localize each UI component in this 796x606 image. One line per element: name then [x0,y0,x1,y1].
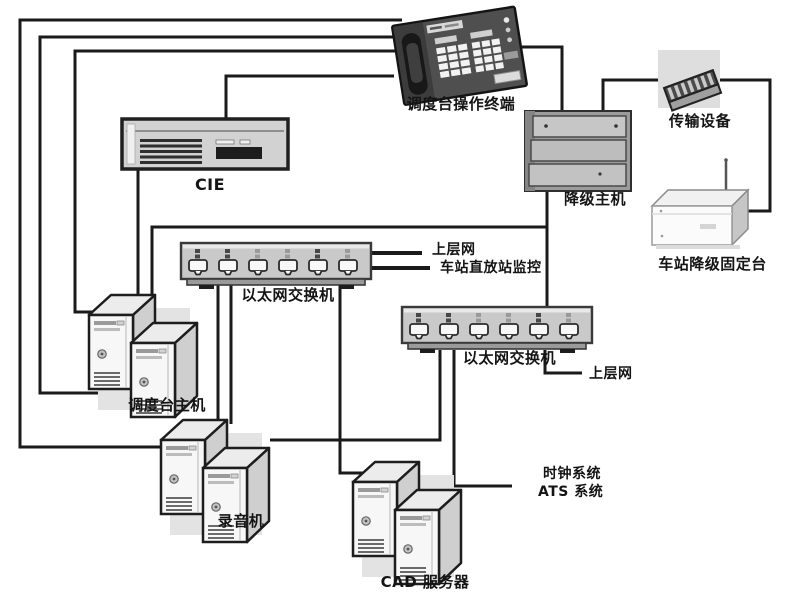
dispatcher-host-label: 调度台主机 [128,396,206,414]
wire-terminal-to-recorder [18,18,402,449]
wire-degraded-host-to-transmission [601,78,666,113]
wire-terminal-to-dispatcher-host-1 [73,49,398,314]
station-fixed-label: 车站降级固定台 [658,255,767,273]
wire-switch2-to-upper-net [543,350,582,375]
recorder-label: 录音机 [217,512,265,530]
wire-switch1-to-cad [338,283,384,475]
wire-transmission-to-station-fixed [720,78,772,213]
terminal-label: 调度台操作终端 [406,95,516,113]
cad-server-label: CAD 服务器 [380,573,470,591]
dispatcher-host-device-image [87,293,199,419]
repeater-monitor-label: 车站直放站监控 [440,260,542,276]
upper-net-top-label: 上层网 [432,242,476,258]
keypad-right [471,38,504,73]
keypad-left [436,43,472,79]
cie-device-image [120,117,290,171]
cad-server-device-image [351,460,463,586]
upper-net-bottom-label: 上层网 [589,366,633,382]
degraded-host-label: 降级主机 [563,190,626,208]
switch1-label: 以太网交换机 [241,286,335,304]
transmission-device-image [658,50,723,112]
ats-system-label: ATS 系统 [538,484,604,500]
transmission-label: 传输设备 [668,112,731,130]
terminal-device-image [391,5,528,106]
recorder-device-image [159,418,271,544]
wire-terminal-to-cie [224,74,394,122]
wire-terminal-to-degraded-host [505,45,564,114]
switch2-device-image [402,307,592,353]
wire-switch2-to-recorder [270,350,442,442]
wire-switch2-to-clock-ats [452,350,512,488]
clock-system-label: 时钟系统 [543,466,601,482]
wire-bus-to-dispatcher-host [150,225,547,296]
switch1-device-image [181,243,371,289]
station-fixed-device-image [650,158,750,249]
wire-terminal-to-dispatcher-host-2 [38,35,400,395]
switch2-label: 以太网交换机 [462,349,556,367]
cie-label: CIE [194,175,226,194]
degraded-host-device-image [524,110,632,192]
